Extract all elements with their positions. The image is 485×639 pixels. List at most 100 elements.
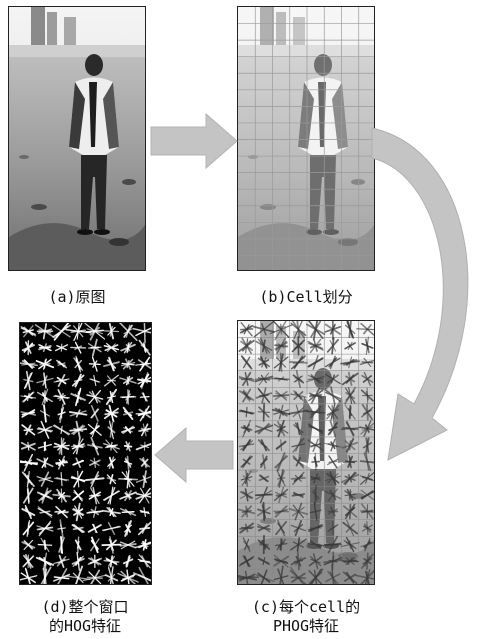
hog-cell-glyph [238, 388, 255, 403]
hog-cell-glyph [102, 521, 121, 536]
caption-hog-line1: (d)整个窗口 [41, 598, 129, 616]
hog-cell-glyph [68, 409, 88, 418]
hog-cell-glyph [307, 523, 324, 533]
hog-cell-glyph [52, 488, 71, 503]
hog-cell-glyph [135, 356, 151, 372]
hog-cell-glyph [307, 438, 324, 452]
hog-cell-glyph [52, 323, 71, 341]
hog-cell-glyph [36, 372, 54, 389]
hog-cell-glyph [342, 437, 359, 453]
hog-cell-glyph [238, 505, 256, 518]
hog-cell-glyph [124, 520, 132, 537]
hog-cell-glyph [139, 392, 150, 402]
hog-cell-glyph [119, 389, 137, 405]
hog-cell-glyph [326, 337, 339, 355]
hog-cell-glyph [102, 486, 121, 505]
hog-cell-glyph [324, 471, 341, 486]
hog-cell-glyph [257, 439, 270, 452]
hog-cell-glyph [308, 568, 324, 584]
hog-cell-glyph [88, 486, 101, 505]
hog-cell-glyph [119, 507, 137, 517]
hog-cell-glyph [21, 505, 36, 520]
hog-cell-glyph [260, 454, 268, 470]
hog-cell-glyph [340, 356, 361, 369]
hog-cell-glyph [106, 473, 117, 485]
hog-cell-glyph [290, 471, 306, 485]
hog-cell-glyph [87, 554, 102, 569]
hog-cell-glyph [20, 359, 38, 369]
hog-cell-glyph [290, 321, 307, 339]
arrow-right-icon [150, 112, 238, 170]
hog-cell-glyph [86, 437, 103, 456]
hog-cell-glyph [84, 323, 106, 341]
hog-cell-glyph [22, 554, 35, 569]
hog-cell-glyph [36, 520, 54, 537]
hog-cell-glyph [123, 455, 133, 470]
hog-cell-glyph [122, 406, 134, 420]
hog-glyphs [20, 323, 151, 584]
hog-cell-glyph [252, 321, 275, 338]
caption-phog-line1: (c)每个cell的 [251, 598, 361, 616]
hog-cell-glyph [36, 457, 54, 469]
hog-cell-glyph [87, 422, 102, 438]
hog-cell-glyph [22, 520, 35, 537]
hog-cell-glyph [137, 521, 151, 536]
hog-cell-glyph [340, 420, 360, 437]
hog-cell-glyph [359, 357, 374, 367]
hog-cell-glyph [273, 352, 289, 373]
hog-cell-glyph [54, 505, 69, 519]
hog-cell-glyph [344, 488, 356, 501]
hog-cell-glyph [272, 376, 291, 382]
hog-cell-glyph [20, 567, 38, 584]
hog-cell-glyph [290, 536, 307, 553]
hog-cell-glyph [254, 372, 274, 386]
hog-cell-glyph [89, 375, 101, 387]
hog-cell-glyph [273, 554, 290, 568]
hog-cell-glyph [132, 323, 151, 344]
hog-cell-glyph [257, 356, 271, 369]
hog-cell-glyph [52, 424, 71, 436]
hog-cell-glyph [71, 373, 85, 388]
hog-cell-glyph [254, 422, 274, 435]
hog-cell-glyph [344, 321, 356, 339]
hog-cell-glyph [104, 566, 119, 584]
hog-cell-glyph [57, 519, 66, 538]
hog-cell-glyph [120, 358, 136, 370]
hog-cell-glyph [359, 420, 374, 437]
hog-cell-glyph [85, 471, 105, 488]
hog-cell-glyph [69, 420, 88, 439]
hog-cell-glyph [341, 371, 359, 387]
hog-cell-glyph [72, 457, 84, 468]
hog-cell-glyph [53, 437, 70, 456]
hog-cell-glyph [308, 423, 324, 434]
hog-cell-glyph [70, 387, 86, 407]
cell-grid-photo [238, 7, 374, 270]
hog-cell-glyph [311, 485, 320, 505]
hog-cell-glyph [307, 354, 324, 370]
phog-feature-panel [237, 320, 375, 585]
hog-cell-glyph [288, 502, 309, 521]
hog-cell-glyph [103, 404, 119, 423]
hog-cell-glyph [20, 391, 37, 403]
hog-cell-glyph [56, 359, 68, 369]
hog-cell-glyph [105, 388, 118, 406]
hog-cell-glyph [341, 557, 359, 566]
hog-cell-glyph [325, 565, 341, 584]
hog-cell-glyph [70, 438, 86, 455]
caption-cell-division: (b)Cell划分 [259, 288, 353, 306]
hog-cell-glyph [135, 405, 151, 422]
hog-cell-glyph [240, 455, 253, 469]
hog-cell-glyph [132, 566, 151, 584]
caption-original: (a)原图 [48, 288, 106, 306]
hog-cell-glyph [72, 489, 85, 502]
hog-cell-glyph [290, 551, 307, 571]
hog-cell-glyph [305, 321, 326, 341]
hog-cell-glyph [53, 389, 70, 405]
hog-cell-glyph [308, 387, 324, 404]
hog-cell-glyph [257, 535, 271, 555]
hog-cell-glyph [118, 469, 138, 489]
hog-cell-glyph [309, 501, 322, 521]
hog-cell-glyph [361, 403, 374, 421]
original-image-panel [8, 6, 146, 271]
hog-cell-glyph [257, 523, 271, 533]
